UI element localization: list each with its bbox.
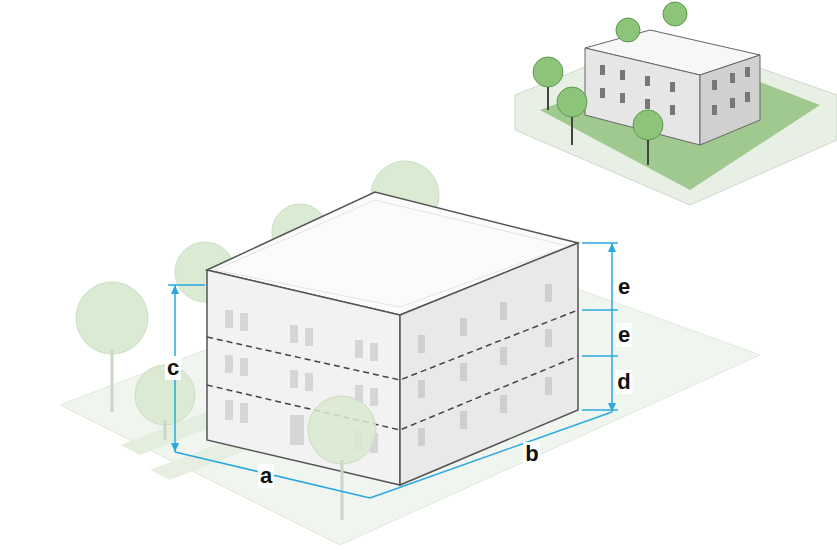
dimension-label: e [616, 323, 632, 347]
thumbnail [515, 2, 837, 205]
dimension-label: d [615, 370, 632, 394]
dimension-label: e [616, 275, 632, 299]
dimension-label: c [165, 356, 181, 380]
dimension-label: a [258, 464, 274, 488]
dimension-label: b [523, 442, 540, 466]
